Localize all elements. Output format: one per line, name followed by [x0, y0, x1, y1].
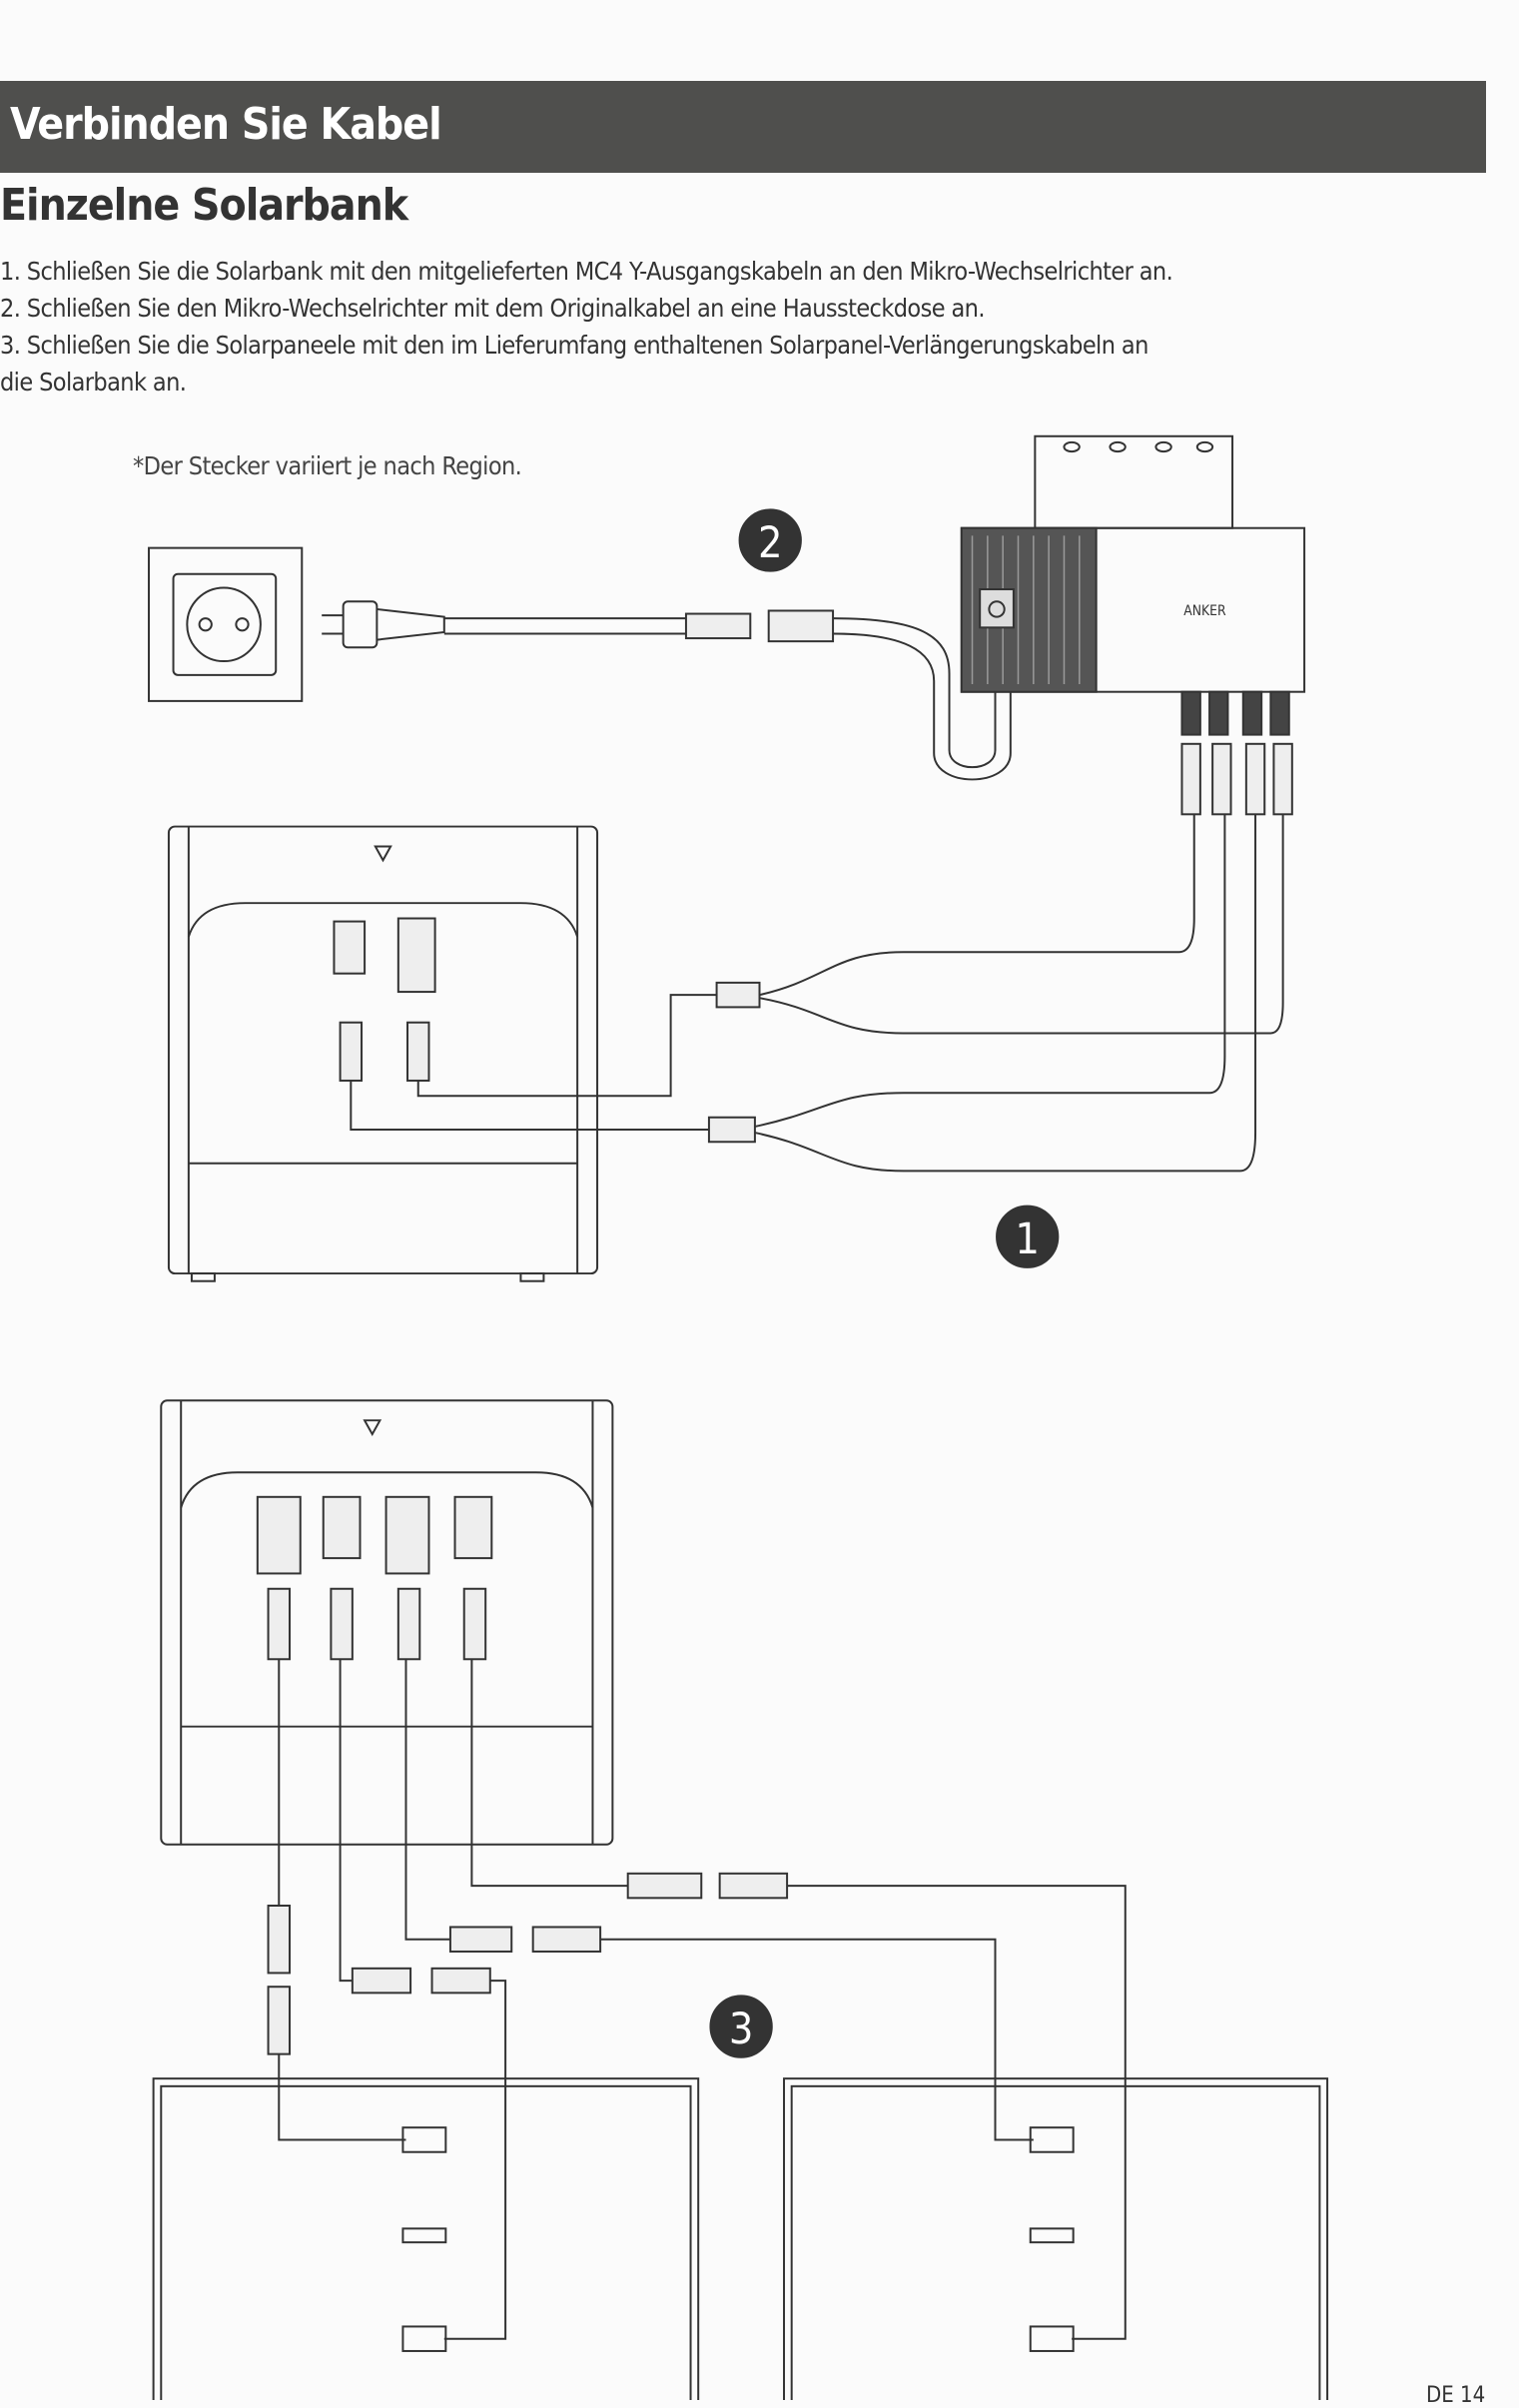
page-title: Verbinden Sie Kabel	[10, 99, 442, 150]
power-plug-icon	[322, 600, 1012, 781]
step-badge-2: 2	[738, 508, 802, 572]
solarbank-unit-1	[167, 825, 599, 1282]
extension-cables	[267, 1659, 1127, 2340]
step-3-cont: die Solarbank an.	[0, 368, 187, 397]
step-badge-3: 3	[709, 1995, 773, 2058]
inverter-brand-label: ANKER	[1183, 603, 1226, 619]
section-header-bar: Verbinden Sie Kabel	[0, 81, 1486, 173]
step-badge-1: 1	[996, 1204, 1060, 1268]
plug-region-note: *Der Stecker variiert je nach Region.	[133, 451, 522, 480]
svg-text:3: 3	[729, 2005, 754, 2054]
y-cables	[350, 814, 1284, 1173]
solar-panel-2	[783, 2077, 1329, 2400]
micro-inverter: ANKER	[960, 434, 1306, 816]
step-1: 1. Schließen Sie die Solarbank mit den m…	[0, 257, 1173, 286]
solarbank-unit-2	[160, 1399, 614, 1846]
page-number: DE 14	[1426, 2383, 1486, 2408]
solar-panel-1	[152, 2077, 700, 2400]
svg-text:2: 2	[758, 518, 783, 568]
step-2: 2. Schließen Sie den Mikro-Wechselrichte…	[0, 294, 985, 323]
section-title: Einzelne Solarbank	[0, 180, 408, 231]
step-3: 3. Schließen Sie die Solarpaneele mit de…	[0, 331, 1148, 360]
wall-socket-icon	[148, 546, 304, 702]
instruction-list: 1. Schließen Sie die Solarbank mit den m…	[0, 253, 1498, 401]
svg-text:1: 1	[1015, 1214, 1040, 1264]
